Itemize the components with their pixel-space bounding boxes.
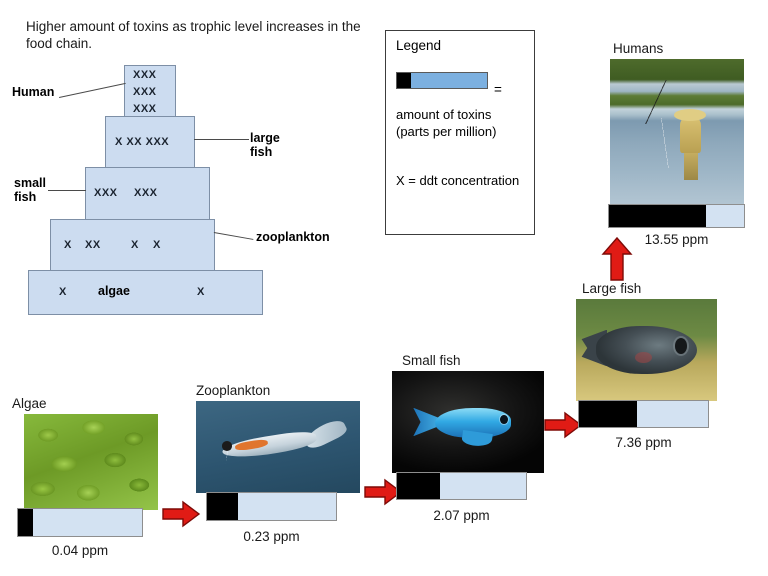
small-fish-label: Small fish [402, 353, 461, 368]
legend-bar-swatch [396, 72, 488, 89]
arrow-algae-to-zooplankton [161, 499, 201, 529]
large-fish-label: Large fish [582, 281, 642, 296]
large-fish-ppm-bar [578, 400, 709, 428]
humans-ppm-bar [608, 204, 745, 228]
human-fishing-photo [610, 59, 744, 206]
zooplankton-ppm-remainder-segment [237, 493, 336, 520]
humans-ppm-toxin-segment [609, 205, 707, 227]
legend-description: amount of toxins (parts per million) [396, 107, 497, 139]
pyramid-label-large-fish: large fish [250, 131, 280, 159]
legend-equals-sign: = [494, 82, 502, 97]
small-fish-ppm-toxin-segment [397, 473, 440, 499]
pyramid-label-large-fish-line1: large [250, 131, 280, 145]
pyramid-xs-small-fish-right: XXX [134, 187, 158, 199]
pyramid-tier-human [124, 65, 176, 117]
pyramid-tier-zooplankton [50, 219, 215, 271]
zooplankton-label: Zooplankton [196, 383, 271, 398]
large-fish-ppm-remainder-segment [637, 401, 708, 427]
zooplankton-photo [196, 401, 360, 493]
pyramid-xs-zoo-2: XX [85, 239, 101, 251]
pyramid-xs-algae-left: X [59, 286, 67, 298]
arrow-large-fish-to-humans [601, 236, 633, 282]
pyramid-label-small-fish-line1: small [14, 176, 46, 190]
small-fish-photo [392, 371, 544, 473]
legend-swatch-toxin-segment [397, 73, 412, 88]
humans-ppm-remainder-segment [706, 205, 744, 227]
leader-line-zooplankton [213, 232, 254, 240]
small-fish-ppm-bar [396, 472, 527, 500]
leader-line-large-fish [194, 139, 249, 140]
large-fish-ppm-value: 7.36 ppm [615, 435, 672, 450]
pyramid-label-algae: algae [98, 284, 130, 298]
algae-ppm-remainder-segment [32, 509, 142, 536]
zooplankton-ppm-bar [206, 492, 337, 521]
arrow-zooplankton-to-small-fish [363, 477, 403, 507]
algae-ppm-bar [17, 508, 143, 537]
legend-x-meaning: X = ddt concentration [396, 173, 520, 188]
legend-swatch-fill-segment [411, 73, 487, 88]
pyramid-label-human: Human [12, 85, 55, 99]
zooplankton-ppm-value: 0.23 ppm [243, 529, 300, 544]
algae-ppm-toxin-segment [18, 509, 33, 536]
humans-ppm-value: 13.55 ppm [644, 232, 709, 247]
pyramid-xs-large-fish: X XX XXX [115, 136, 170, 148]
pyramid-label-small-fish-line2: fish [14, 190, 37, 204]
pyramid-tier-algae [28, 270, 263, 315]
pyramid-tier-large-fish [105, 116, 195, 168]
pyramid-label-zooplankton: zooplankton [256, 230, 330, 244]
small-fish-ppm-remainder-segment [439, 473, 526, 499]
small-fish-ppm-value: 2.07 ppm [433, 508, 490, 523]
large-fish-photo [576, 299, 717, 401]
pyramid-xs-zoo-3: X [131, 239, 139, 251]
algae-ppm-value: 0.04 ppm [51, 543, 109, 558]
page-title: Higher amount of toxins as trophic level… [26, 19, 361, 51]
humans-label: Humans [613, 41, 664, 56]
pyramid-xs-human-2: XXX [133, 86, 157, 98]
pyramid-xs-human-1: XXX [133, 69, 157, 81]
zooplankton-ppm-toxin-segment [207, 493, 238, 520]
pyramid-label-small-fish: small fish [14, 176, 46, 204]
legend-box [385, 30, 535, 235]
pyramid-xs-human-3: XXX [133, 103, 157, 115]
algae-photo [24, 414, 158, 510]
leader-line-human [59, 82, 126, 98]
legend-title: Legend [396, 38, 442, 53]
pyramid-label-large-fish-line2: fish [250, 145, 273, 159]
trophic-pyramid: XXX XXX XXX X XX XXX XXX XXX X XX X X X … [0, 60, 380, 315]
arrow-small-fish-to-large-fish [543, 410, 583, 440]
large-fish-ppm-toxin-segment [579, 401, 638, 427]
pyramid-xs-zoo-1: X [64, 239, 72, 251]
leader-line-small-fish [48, 190, 86, 191]
algae-label: Algae [12, 396, 47, 411]
pyramid-xs-small-fish-left: XXX [94, 187, 118, 199]
pyramid-xs-algae-right: X [197, 286, 205, 298]
pyramid-xs-zoo-4: X [153, 239, 161, 251]
